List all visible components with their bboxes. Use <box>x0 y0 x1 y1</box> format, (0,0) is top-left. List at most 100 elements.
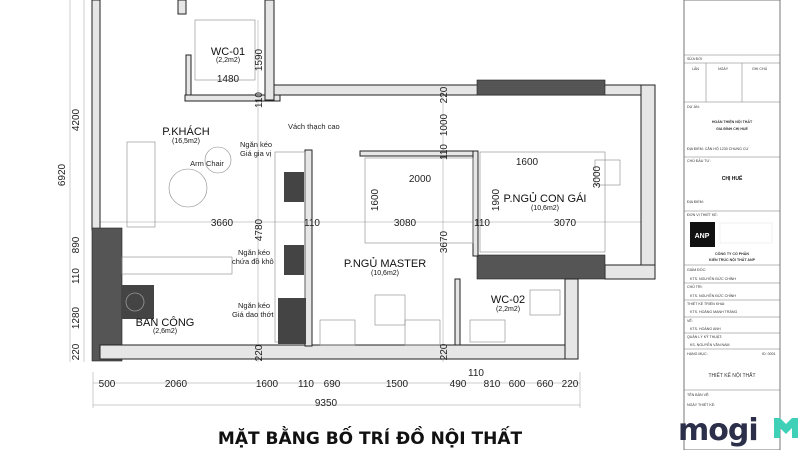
dim-label: 4200 <box>71 108 82 131</box>
tb-text: GHI CHÚ <box>752 66 768 71</box>
bottom-dimensions: 500 2060 1600 110 690 1500 490 110 810 6… <box>99 368 579 409</box>
dim-label: 600 <box>509 379 526 390</box>
note: Ngăn kéo <box>238 301 270 310</box>
room-name: WC-01 <box>211 46 245 58</box>
fridge <box>278 298 306 344</box>
master-bed <box>364 157 474 244</box>
note: chứa đồ khô <box>232 257 274 266</box>
tb-name: KS. NGUYỄN VĂN NAM <box>690 342 730 347</box>
tb-owner: CHỊ HUẾ <box>722 175 743 182</box>
room-name: P.NGỦ MASTER <box>344 257 426 270</box>
tb-name: KTS. HOÀNG ANH <box>690 327 721 331</box>
dim-label: 1480 <box>217 74 240 85</box>
dim-label: 500 <box>99 379 116 390</box>
dim-label: 220 <box>562 379 579 390</box>
dim-label: 690 <box>324 379 341 390</box>
dim-label: 110 <box>474 218 490 229</box>
dim-label: 3070 <box>554 218 577 229</box>
dim-label: 3000 <box>592 165 603 188</box>
note: Ngăn kéo <box>240 140 272 149</box>
note: Giá dao thớt <box>232 310 275 319</box>
annotations: Vách thạch cao Ngăn kéo Giá gia vị Arm C… <box>190 122 340 319</box>
mogi-m-icon <box>774 418 798 438</box>
dim-label: 1600 <box>370 188 381 211</box>
dim-label: 110 <box>439 144 450 160</box>
room-area: (10,6m2) <box>531 205 559 212</box>
note: Ngăn kéo <box>238 248 270 257</box>
arm-chair <box>168 168 208 208</box>
dim-label: 110 <box>254 92 265 108</box>
dim-label: 110 <box>468 368 484 379</box>
tb-text: ĐỊA ĐIỂM: <box>687 199 704 204</box>
company-logo-text: ANP <box>695 233 710 240</box>
title-block: SỬA ĐỔI LẦN NGÀY GHI CHÚ DỰ ÁN: HOÀN THI… <box>683 0 781 450</box>
mogi-watermark: mogi <box>678 413 798 448</box>
tb-text: TÊN BẢN VẼ: <box>687 392 709 397</box>
tb-text: CÔNG TY CỔ PHẦN <box>715 251 749 256</box>
company-logo <box>690 222 715 247</box>
dim-label: 1900 <box>491 188 502 211</box>
dim-label: 1000 <box>439 113 450 136</box>
tb-text: HOÀN THIỆN NỘI THẤT <box>712 119 753 124</box>
drawing-title: MẶT BẰNG BỐ TRÍ ĐỒ NỘI THẤT <box>218 425 523 449</box>
dim-label: 2060 <box>165 379 188 390</box>
room-area: (16,5m2) <box>172 138 200 145</box>
dim-label: 220 <box>71 343 82 360</box>
dim-label: 1280 <box>71 306 82 329</box>
dim-label: 890 <box>71 236 82 253</box>
dim-label: 110 <box>71 268 82 284</box>
room-area: (2,6m2) <box>153 328 177 335</box>
sink <box>284 245 304 275</box>
dim-label: 220 <box>439 86 450 103</box>
tb-text: KIẾN TRÚC NỘI THẤT ANP <box>709 257 756 262</box>
dim-label: 1500 <box>386 379 409 390</box>
dim-label: 220 <box>439 343 450 360</box>
watermark-text: mogi <box>678 413 758 448</box>
tb-text: SỬA ĐỔI <box>687 56 702 61</box>
tb-category: THIẾT KẾ NỘI THẤT <box>708 372 755 379</box>
dimension-lines <box>69 0 655 408</box>
note: Giá gia vị <box>240 149 272 158</box>
tb-text: LẦN <box>692 67 699 71</box>
dim-label: 1600 <box>256 379 279 390</box>
tb-text: NGÀY THIẾT KẾ: <box>687 402 715 407</box>
dim-label: 6920 <box>57 163 68 186</box>
dim-label: 1590 <box>254 48 265 71</box>
tb-role: GIÁM ĐỐC: <box>687 267 706 272</box>
tb-text: ĐƠN VỊ THIẾT KẾ: <box>687 212 718 217</box>
dim-label: 220 <box>254 344 265 361</box>
tb-name: KTS. HOÀNG MẠNH TRÁNG <box>690 310 737 314</box>
dim-label: 110 <box>298 379 314 390</box>
furniture <box>121 19 621 346</box>
dim-label: 810 <box>484 379 501 390</box>
dim-label: 660 <box>537 379 554 390</box>
room-area: (10,6m2) <box>371 270 399 277</box>
dim-label: 3670 <box>439 230 450 253</box>
room-area: (2,2m2) <box>496 306 520 313</box>
tb-text: NGÀY <box>718 67 729 71</box>
left-dimensions: 4200 6920 890 110 1280 220 <box>57 108 82 360</box>
tb-role: QUẢN LÝ KỸ THUẬT: <box>687 334 722 339</box>
tb-text: DỰ ÁN: <box>687 105 700 109</box>
tb-role: THIẾT KẾ TRIỂN KHAI: <box>687 301 725 306</box>
interior-dimensions: 1590 1480 110 4780 220 220 1000 110 3670… <box>211 48 603 361</box>
daughter-bed <box>479 151 606 253</box>
cooktop <box>284 172 304 202</box>
tb-text: GIA ĐÌNH CHỊ HUẾ <box>716 126 748 131</box>
walls <box>91 0 656 362</box>
room-labels: WC-01 (2,2m2) P.KHÁCH (16,5m2) P.NGỦ MAS… <box>136 46 587 335</box>
note: Arm Chair <box>190 159 224 168</box>
dim-label: 110 <box>304 218 320 229</box>
dim-label: 1600 <box>516 157 539 168</box>
room-name: WC-02 <box>491 294 525 306</box>
tb-text: CHỦ ĐẦU TƯ: <box>687 158 711 163</box>
tb-role: CHỦ TRÌ: <box>687 284 703 289</box>
room-name: P.KHÁCH <box>162 125 210 138</box>
dim-label: 2000 <box>409 174 432 185</box>
tb-name: KTS. NGUYỄN ĐỨC CHÍNH <box>690 276 736 281</box>
dim-label: 490 <box>450 379 467 390</box>
tb-code: ID: 0001 <box>762 352 776 356</box>
tb-text: ĐỊA ĐIỂM: CĂN HỘ 1230 CHUNG CƯ <box>687 146 749 151</box>
tb-role: VẼ: <box>687 318 693 323</box>
